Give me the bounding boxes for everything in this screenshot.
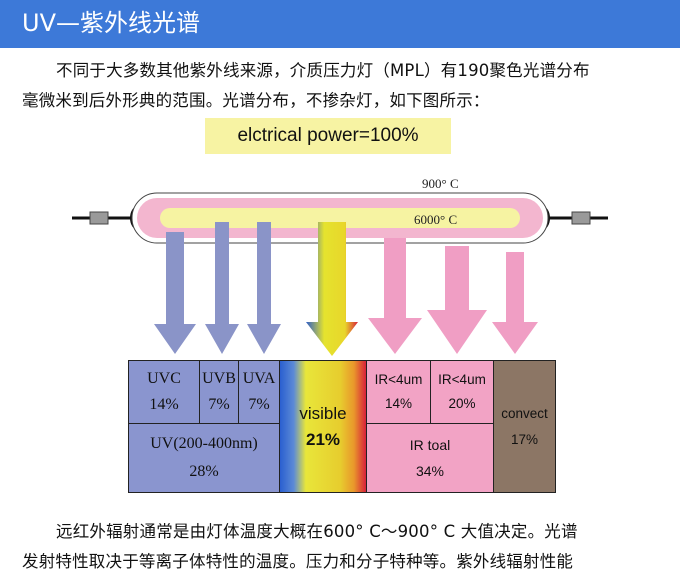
page-title: UV—紫外线光谱 bbox=[22, 9, 200, 37]
cell-uvc: UVC 14% bbox=[128, 360, 200, 424]
ir-total-label: IR toal bbox=[409, 437, 451, 453]
electrical-power-box: elctrical power=100% bbox=[205, 118, 451, 154]
uvb-label: UVB bbox=[202, 370, 236, 387]
intro-line-2: 毫微米到后外形典的范围。光谱分布，不掺杂灯，如下图所示： bbox=[22, 91, 490, 110]
outer-temperature: 900° C bbox=[422, 176, 459, 191]
outro-line-1: 远红外辐射通常是由灯体温度大概在600° C～900° C 大值决定。光谱 bbox=[56, 522, 578, 541]
cell-visible: visible 21% bbox=[279, 360, 367, 493]
inner-temperature: 6000° C bbox=[414, 212, 458, 227]
cell-ir-total: IR toal 34% bbox=[366, 423, 494, 493]
convect-percent: 17% bbox=[510, 431, 539, 447]
intro-line-1: 不同于大多数其他紫外线来源，介质压力灯（MPL）有190聚色光谱分布 bbox=[56, 61, 590, 80]
ir-total-percent: 34% bbox=[415, 463, 445, 479]
convect-label: convect bbox=[501, 405, 548, 421]
uv-total-label: UV(200-400nm) bbox=[150, 435, 258, 452]
ir-1-label: IR<4um bbox=[374, 372, 423, 387]
right-connector bbox=[571, 211, 591, 225]
arrow-convect bbox=[492, 252, 538, 354]
arrow-uva bbox=[247, 222, 281, 354]
ir-2-label: IR<4um bbox=[438, 372, 486, 387]
outro-line-2: 发射特性取决于等离子体特性的温度。压力和分子特种等。紫外线辐射性能 bbox=[22, 552, 574, 571]
cell-ir-1: IR<4um 14% bbox=[366, 360, 431, 424]
ir-2-percent: 20% bbox=[448, 396, 476, 411]
cell-convect: convect 17% bbox=[493, 360, 556, 493]
uv-total-percent: 28% bbox=[189, 463, 219, 480]
arrow-uvb bbox=[205, 222, 239, 354]
cell-uvb: UVB 7% bbox=[199, 360, 239, 424]
electrical-power-label: elctrical power=100% bbox=[237, 125, 419, 146]
visible-label: visible bbox=[299, 403, 347, 423]
arrow-uvc bbox=[154, 232, 196, 354]
arrow-ir-1 bbox=[368, 238, 422, 354]
uvb-percent: 7% bbox=[208, 396, 230, 413]
uvc-label: UVC bbox=[147, 370, 181, 387]
ir-1-percent: 14% bbox=[384, 396, 413, 411]
uvc-percent: 14% bbox=[149, 396, 179, 413]
header-bar: UV—紫外线光谱 bbox=[0, 0, 680, 48]
visible-percent: 21% bbox=[305, 429, 341, 449]
cell-uv-total: UV(200-400nm) 28% bbox=[128, 423, 280, 493]
uva-label: UVA bbox=[242, 370, 276, 387]
left-connector bbox=[89, 211, 109, 225]
uva-percent: 7% bbox=[248, 396, 270, 413]
arrow-ir-2 bbox=[427, 246, 487, 354]
lamp-plasma bbox=[160, 208, 520, 228]
cell-uva: UVA 7% bbox=[238, 360, 280, 424]
arrow-visible bbox=[306, 222, 358, 356]
cell-ir-2: IR<4um 20% bbox=[430, 360, 494, 424]
